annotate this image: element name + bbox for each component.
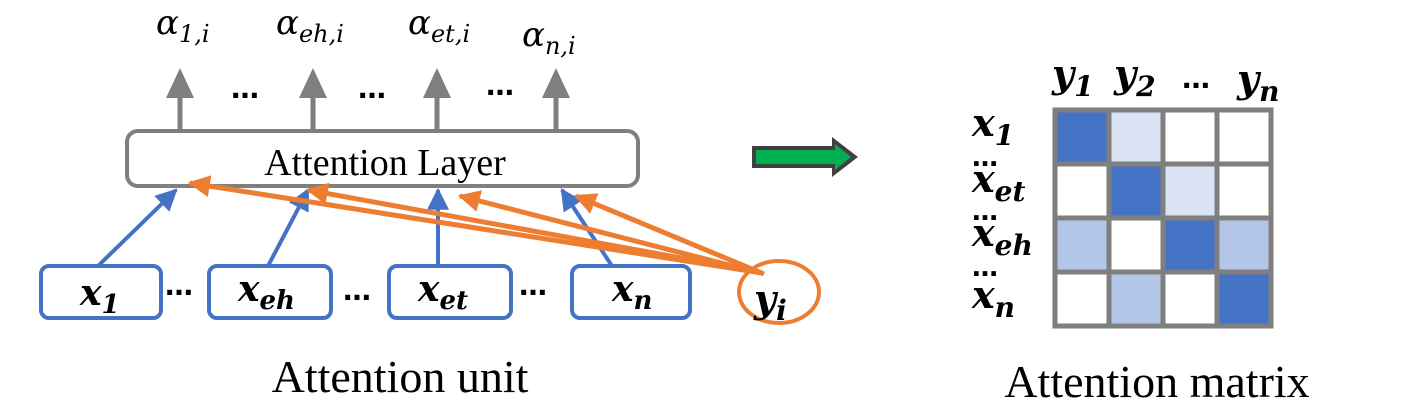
matrix-cell-r2-c2	[1106, 161, 1166, 221]
input-arrows	[96, 187, 614, 268]
input-label-x1: x1	[79, 272, 120, 320]
alpha-1-label: α1,i	[156, 3, 210, 48]
output-arrowhead-1	[166, 68, 194, 98]
matrix-col-header-y1: y1	[1051, 51, 1094, 103]
matrix-row-header-x1: x1	[971, 100, 1014, 152]
matrix-cell-r3-c1	[1052, 215, 1112, 275]
matrix-cell-r2-c1	[1052, 161, 1112, 221]
ellipsis-bottom-3: …	[519, 269, 547, 302]
matrix-cell-r3-c3	[1160, 215, 1220, 275]
alpha-et-label: αet,i	[408, 3, 470, 48]
matrix-cell-r3-c2	[1106, 215, 1166, 275]
attention-matrix-grid	[1052, 107, 1274, 329]
input-box-xet	[387, 264, 513, 320]
ellipsis-top-1: …	[231, 72, 259, 105]
ellipsis-top-2: …	[358, 72, 386, 105]
input-label-xet: xet	[417, 268, 468, 316]
matrix-cell-r1-c3	[1160, 107, 1220, 167]
query-arrow-et	[457, 190, 761, 276]
matrix-row-ellipsis-2: …	[972, 197, 998, 227]
matrix-cell-r1-c2	[1106, 107, 1166, 167]
output-arrows	[166, 68, 570, 130]
ellipsis-top-3: …	[486, 69, 514, 102]
attention-layer-box	[125, 129, 640, 188]
input-arrow-x1	[96, 188, 178, 268]
matrix-cell-r4-c2	[1106, 269, 1166, 329]
matrix-cell-r2-c4	[1214, 161, 1274, 221]
attention-unit-caption: Attention unit	[272, 351, 529, 402]
matrix-cell-r1-c1	[1052, 107, 1112, 167]
matrix-row-ellipsis-3: …	[972, 253, 998, 283]
output-arrowhead-n	[542, 68, 570, 98]
matrix-cell-r2-c3	[1160, 161, 1220, 221]
matrix-col-header-y2: y2	[1113, 51, 1156, 103]
matrix-row-ellipsis-1: …	[972, 143, 998, 173]
transition-arrow-fill	[756, 144, 851, 170]
query-arrow-n	[573, 193, 765, 277]
query-arrow-eh	[305, 182, 759, 275]
matrix-row-header-xeh: xeh	[971, 210, 1033, 262]
matrix-cell-r4-c3	[1160, 269, 1220, 329]
input-label-xeh: xeh	[237, 268, 295, 316]
input-nodes: x1 xeh xet xn	[39, 264, 692, 320]
input-box-xn	[570, 264, 692, 320]
alpha-eh-label: αeh,i	[276, 3, 344, 48]
matrix-cell-r1-c4	[1214, 107, 1274, 167]
matrix-row-header-xet: xet	[971, 156, 1025, 208]
query-arrows	[187, 175, 765, 277]
input-label-xn: xn	[611, 268, 652, 316]
attention-matrix-caption: Attention matrix	[1004, 356, 1309, 407]
matrix-col-header-ellipsis: …	[1182, 62, 1210, 95]
query-node	[737, 259, 821, 325]
transition-arrow	[752, 137, 858, 177]
alpha-n-label: αn,i	[522, 15, 576, 60]
matrix-column-headers: y1 y2 … yn	[1051, 51, 1279, 108]
output-arrowhead-et	[423, 68, 451, 98]
output-arrowhead-eh	[299, 68, 327, 98]
ellipsis-bottom-2: …	[343, 274, 371, 307]
matrix-col-header-yn: yn	[1236, 56, 1279, 108]
matrix-row-headers: x1 … xet … xeh … xn	[971, 100, 1033, 324]
input-box-x1	[39, 264, 163, 320]
query-label: yi	[753, 276, 787, 327]
matrix-cell-r4-c4	[1214, 269, 1274, 329]
matrix-cell-r3-c4	[1214, 215, 1274, 275]
query-arrow-1	[187, 175, 757, 275]
matrix-cell-r4-c1	[1052, 269, 1112, 329]
alpha-labels: α1,i αeh,i αet,i αn,i	[156, 3, 576, 60]
ellipsis-bottom-1: …	[165, 269, 193, 302]
matrix-row-header-xn: xn	[971, 272, 1015, 324]
attention-layer-label: Attention Layer	[264, 142, 506, 184]
